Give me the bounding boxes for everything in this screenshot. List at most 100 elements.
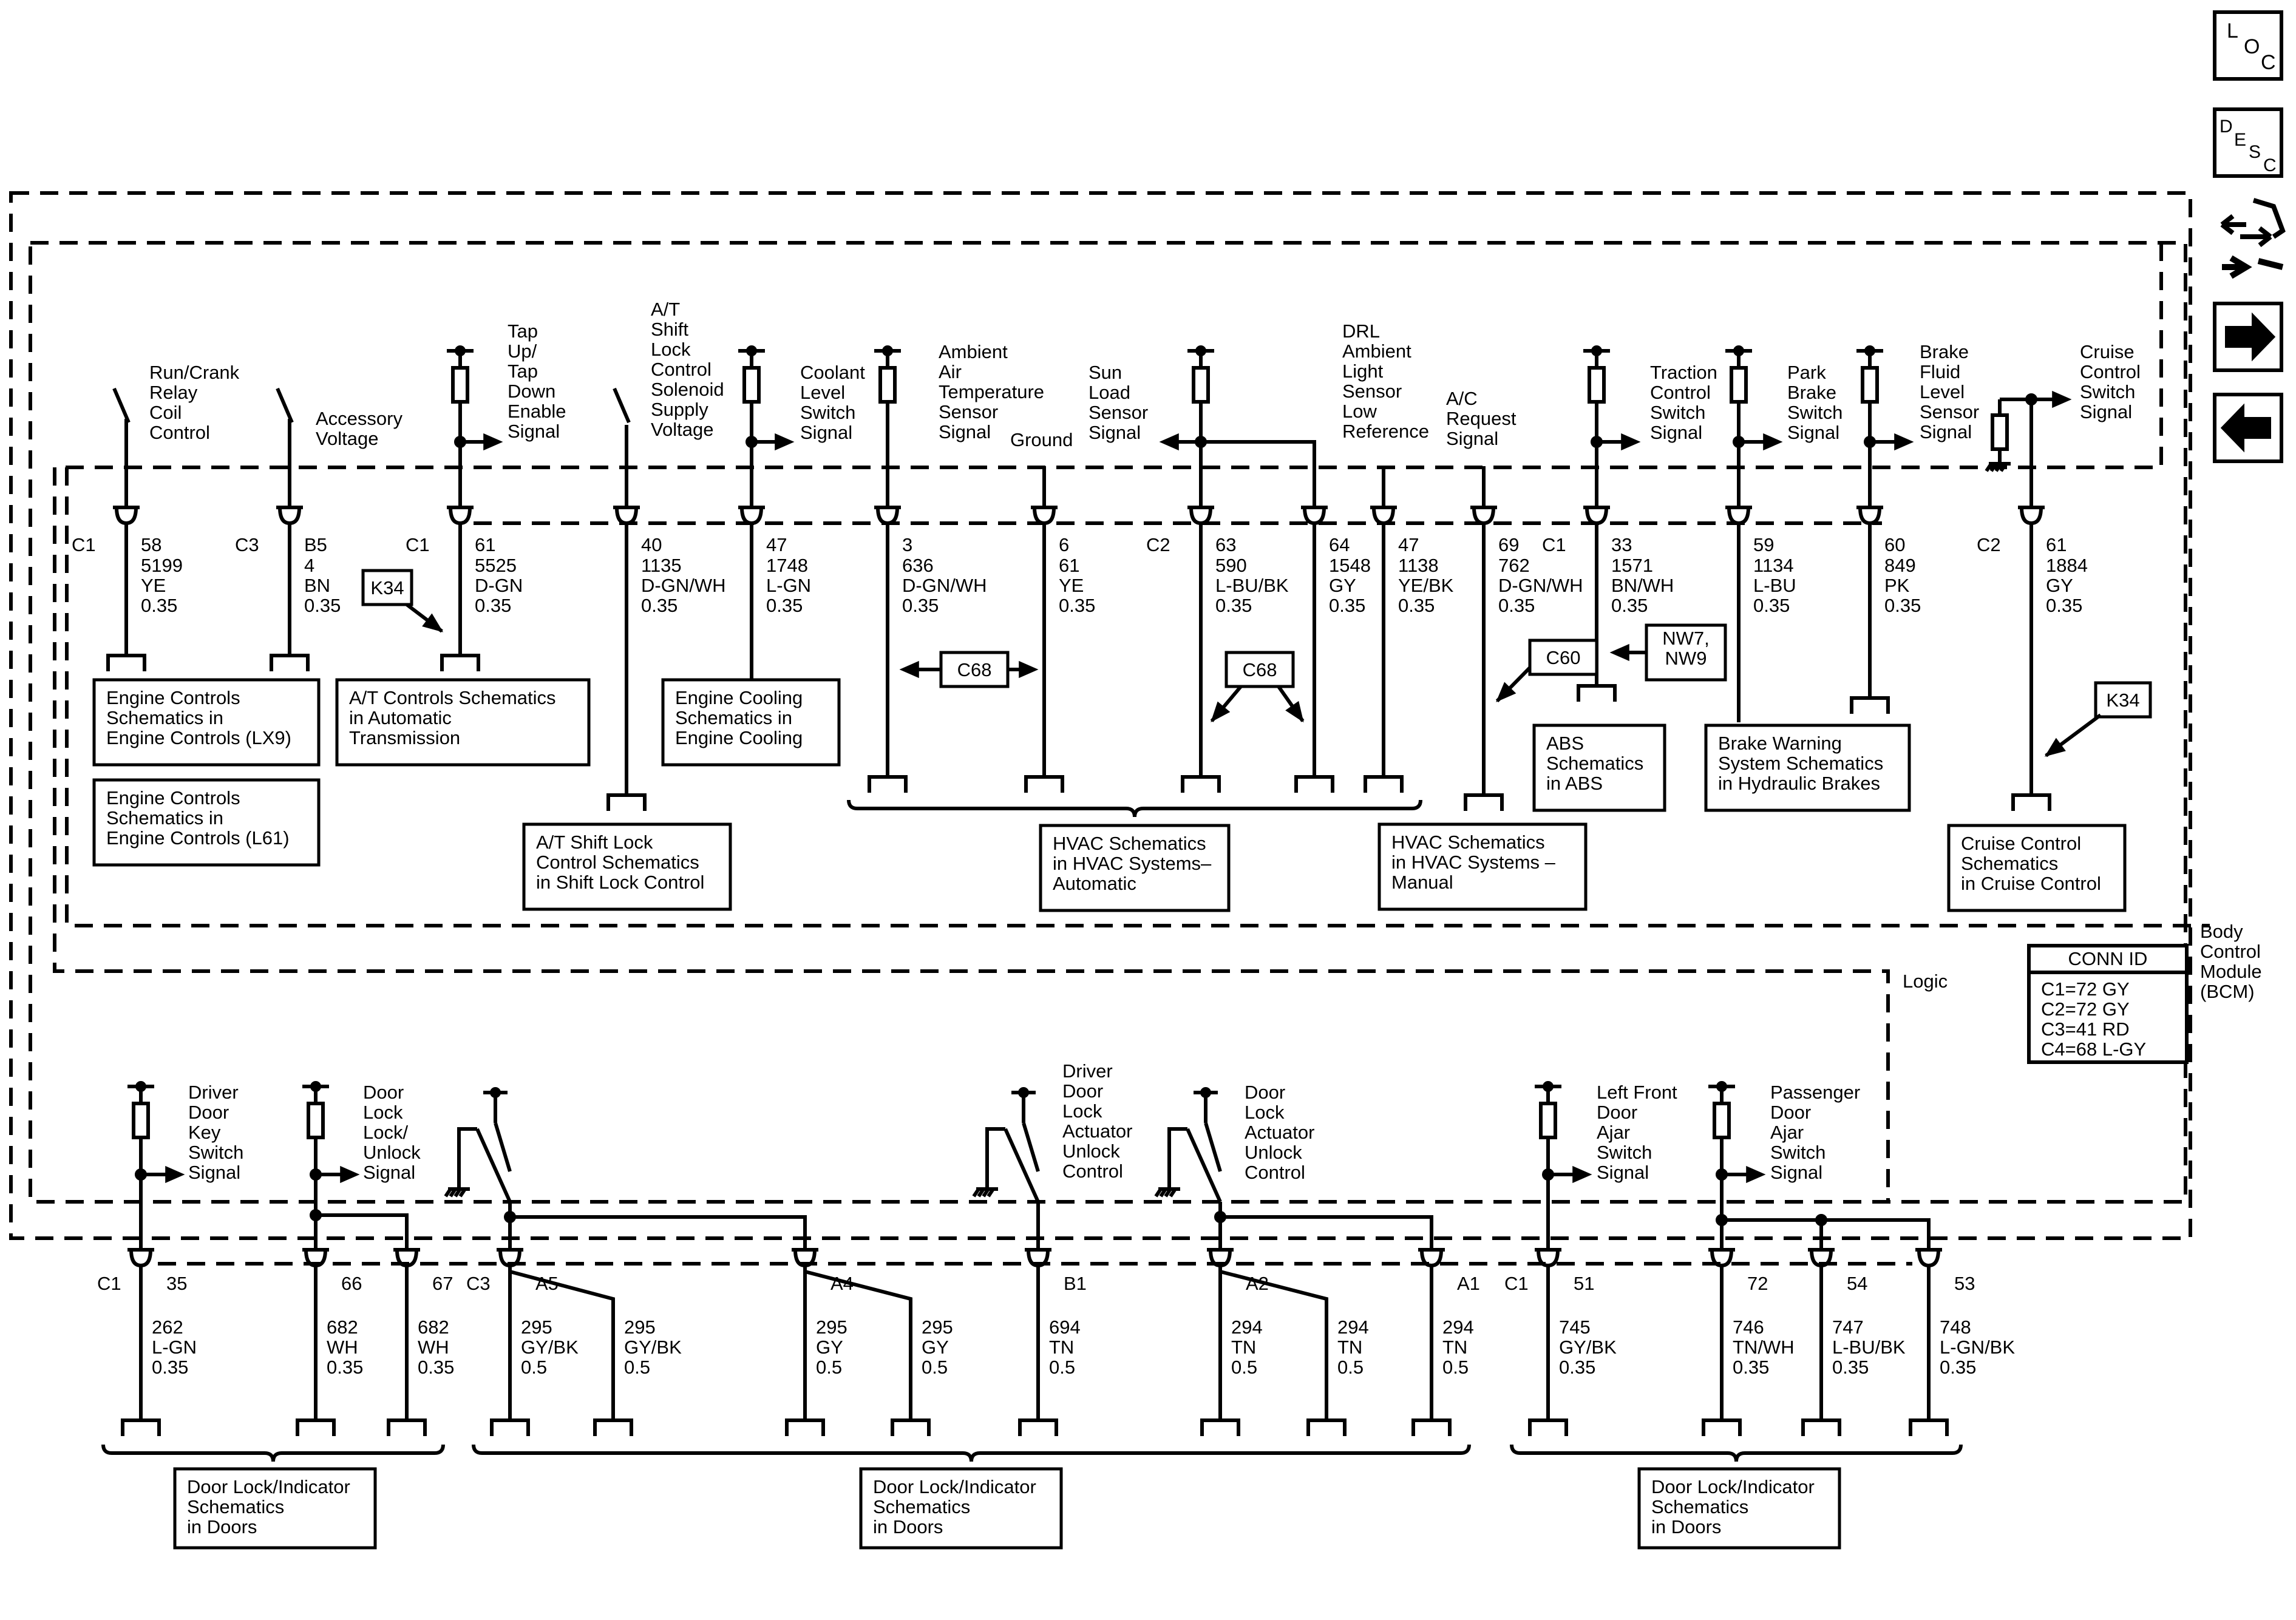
- pullup-resistor: [307, 1102, 325, 1139]
- wire-spec: 0.35: [1559, 1357, 1595, 1378]
- desc-s: S: [2249, 142, 2261, 162]
- wire-spec: 682: [418, 1317, 449, 1338]
- pullup-resistor: [1713, 1102, 1731, 1139]
- wire-spec: WH: [418, 1337, 449, 1358]
- ref-engine-lx9-text: Schematics in: [106, 707, 223, 728]
- junction-dot: [504, 1211, 516, 1223]
- harness-connector: [106, 654, 146, 671]
- arrow-head: [1609, 643, 1629, 662]
- wire-spec: 0.35: [1753, 595, 1790, 616]
- harness-connector: [1364, 775, 1404, 793]
- wire-spec: 0.35: [1733, 1357, 1769, 1378]
- lock-unlock-bus: [316, 1213, 409, 1250]
- harness-connector: [1909, 1418, 1949, 1436]
- circuit-description: Sun: [1089, 362, 1122, 383]
- wire-spec: 0.35: [418, 1357, 454, 1378]
- ref-doors-1-text: in Doors: [187, 1516, 257, 1537]
- circuit-description: Control: [1650, 382, 1711, 403]
- ref-brake-warning-text: in Hydraulic Brakes: [1718, 773, 1880, 794]
- circuit-description: Lock: [1245, 1102, 1285, 1123]
- wire-spec: TN: [1049, 1337, 1074, 1358]
- actuator-bus: [510, 1215, 807, 1250]
- ref-abs-text: in ABS: [1546, 773, 1603, 794]
- wire-spec: 0.35: [141, 595, 177, 616]
- sun-load-bus: [1201, 440, 1316, 507]
- pullup-resistor: [1539, 1102, 1557, 1139]
- ref-at-controls-text: in Automatic: [349, 707, 452, 728]
- circuit-description: Enable: [508, 401, 566, 422]
- tag-k34-text: K34: [370, 577, 404, 598]
- wire-spec: BN/WH: [1611, 575, 1674, 596]
- ref-shift-lock: [522, 822, 732, 911]
- circuit-description: Unlock: [1245, 1142, 1302, 1163]
- ground-hatch: [1154, 1188, 1163, 1198]
- ref-hvac-manual-text: Manual: [1391, 872, 1453, 893]
- cruise-resistor: [1991, 413, 2009, 451]
- circuit-description: Signal: [1770, 1162, 1822, 1183]
- top-terminal: [1727, 507, 1750, 526]
- inner-boundary-2: [65, 467, 2210, 927]
- circuit-description: Driver: [188, 1082, 239, 1103]
- tag-nw-text: NW9: [1665, 648, 1707, 669]
- wire-spec: 294: [1442, 1317, 1474, 1338]
- doors-brace-3: [1510, 1444, 1963, 1462]
- wire-spec: L-BU/BK: [1832, 1337, 1906, 1358]
- wire-spec: 1884: [2046, 555, 2088, 576]
- wire-spec: D-GN/WH: [641, 575, 725, 596]
- top-terminal: [1585, 507, 1608, 526]
- tag-c68-text: C68: [1243, 659, 1277, 680]
- arrow-head: [2044, 737, 2066, 757]
- wire-spec: 0.5: [922, 1357, 948, 1378]
- circuit-description: Level: [1920, 381, 1965, 402]
- ref-hvac-manual: [1377, 822, 1588, 911]
- pin-number: 61: [475, 534, 495, 555]
- module-name: Body: [2200, 921, 2243, 942]
- ref-doors-1: [173, 1467, 377, 1550]
- circuit-description: Lock: [651, 339, 691, 360]
- harness-connector: [490, 1418, 530, 1436]
- circuit-description: Unlock: [363, 1142, 421, 1163]
- arrow-head: [1763, 433, 1783, 451]
- circuit-description: Ajar: [1597, 1122, 1630, 1143]
- conn-id-title: CONN ID: [2068, 948, 2148, 969]
- ground-hatch: [1169, 1188, 1177, 1198]
- circuit-description: Accessory: [316, 408, 402, 429]
- relay-ground-wire: [457, 1127, 477, 1174]
- wire-spec: YE: [1059, 575, 1084, 596]
- circuit-description: Lock: [363, 1102, 403, 1123]
- harness-connector: [1464, 793, 1504, 811]
- connector-id: C3: [466, 1273, 491, 1294]
- ref-abs-text: Schematics: [1546, 753, 1643, 774]
- junction-dot: [1591, 436, 1603, 448]
- harness-connector: [868, 775, 908, 793]
- wire-spec: 0.35: [327, 1357, 363, 1378]
- ref-hvac-automatic-text: HVAC Schematics: [1053, 833, 1206, 854]
- top-terminal: [1372, 507, 1395, 526]
- wire-spec: PK: [1884, 575, 1910, 596]
- pullup-resistor: [132, 1102, 150, 1139]
- wire-spec: 1138: [1398, 555, 1439, 576]
- pin-number: 72: [1747, 1273, 1768, 1294]
- ground-hatch: [977, 1188, 985, 1198]
- wire-spec: GY: [816, 1337, 843, 1358]
- ref-shift-lock-text: A/T Shift Lock: [536, 832, 653, 853]
- circuit-description: Sensor: [1089, 402, 1148, 423]
- circuit-description: Control: [1245, 1162, 1305, 1183]
- loc-l: L: [2227, 19, 2238, 42]
- ref-cruise-text: Schematics: [1961, 853, 2058, 874]
- circuit-description: Signal: [800, 422, 852, 443]
- wire-spec: 0.35: [1329, 595, 1365, 616]
- loc-o: O: [2244, 35, 2260, 58]
- wire-spec: GY: [2046, 575, 2073, 596]
- wire-spec: 762: [1498, 555, 1530, 576]
- top-terminal: [1858, 507, 1881, 526]
- bottom-terminal: [129, 1249, 152, 1268]
- circuit-description: Actuator: [1245, 1122, 1314, 1143]
- junction-dot: [454, 436, 466, 448]
- pin-number: B1: [1064, 1273, 1087, 1294]
- ref-engine-lx9-text: Engine Controls (LX9): [106, 727, 291, 748]
- circuit-description: Signal: [1446, 428, 1498, 449]
- pin-number: 63: [1215, 534, 1236, 555]
- wire-spec: 0.35: [1611, 595, 1648, 616]
